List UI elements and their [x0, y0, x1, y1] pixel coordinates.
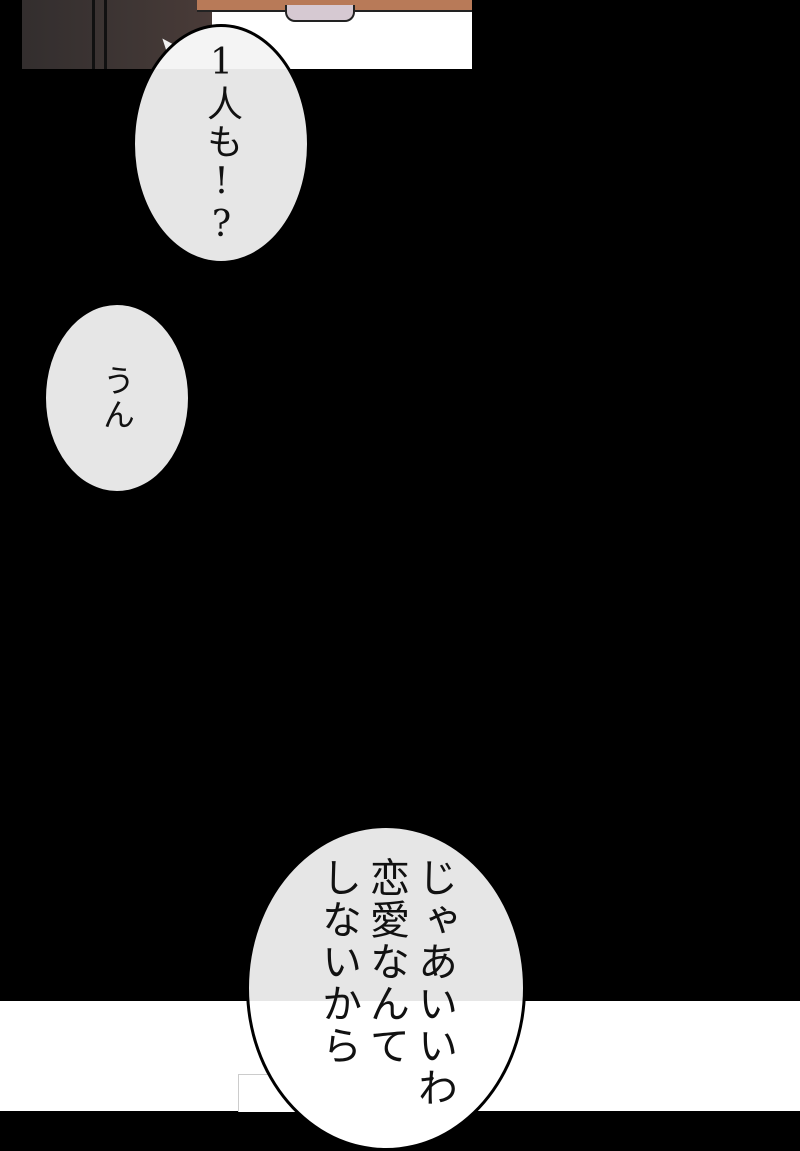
speech-bubble-2: うん: [44, 303, 190, 493]
bubble-3-text: じゃあいいわ 恋愛なんて しないから: [315, 857, 457, 1109]
bubble-2-text: うん: [98, 364, 136, 432]
top-panel-illustration: [22, 0, 472, 69]
speech-bubble-1: 1人も!?: [132, 24, 310, 264]
speech-bubble-3: じゃあいいわ 恋愛なんて しないから: [246, 825, 526, 1151]
bubble-1-text: 1人も!?: [201, 41, 242, 247]
hair-strand: [104, 0, 107, 69]
hair-strand: [92, 0, 95, 69]
tab-artwork: [285, 5, 355, 22]
